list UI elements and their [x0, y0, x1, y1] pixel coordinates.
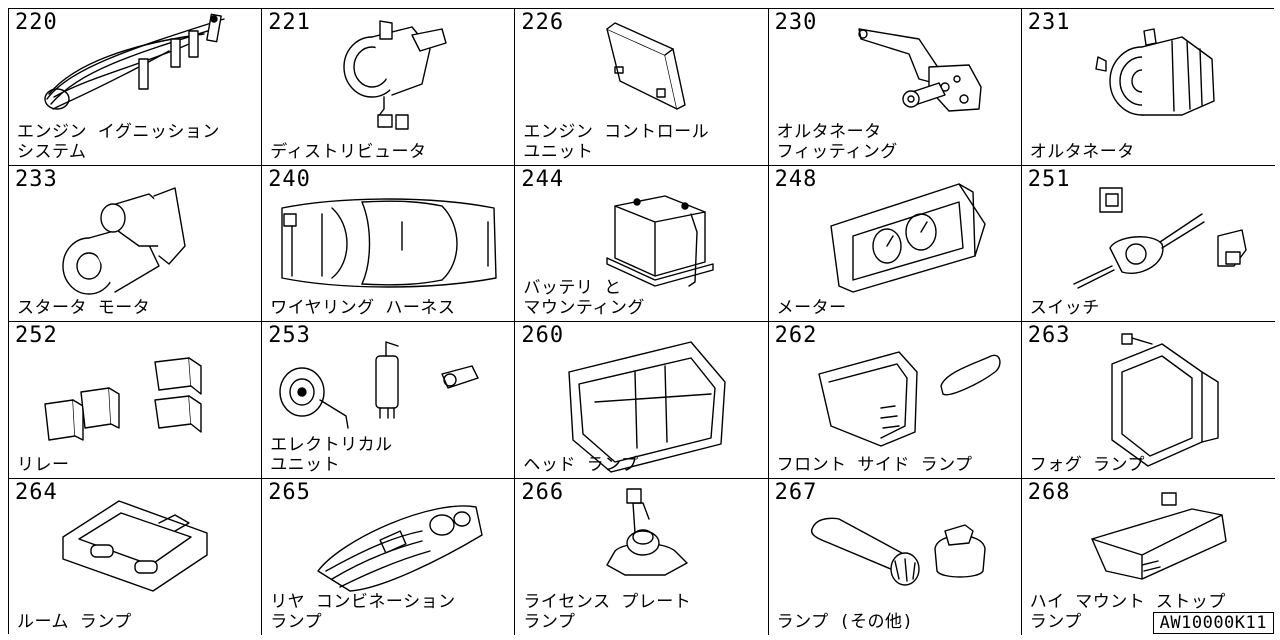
- part-number: 265: [268, 479, 311, 505]
- part-number: 267: [774, 479, 818, 505]
- part-label: メーター: [776, 298, 847, 318]
- part-label: フォグ ランプ: [1029, 454, 1146, 475]
- alternator-icon: [1095, 28, 1215, 116]
- parts-index-grid: 220 エンジン イグニッション システム 221 ディストリビュータ 226 エンジ…: [8, 8, 1275, 635]
- part-number: 240: [268, 166, 311, 192]
- part-label: ワイヤリング ハーネス: [270, 298, 456, 318]
- part-number: 248: [774, 166, 818, 192]
- part-label: バッテリ と マウンティング: [523, 278, 645, 318]
- part-number: 244: [521, 166, 565, 192]
- meter-icon: [829, 182, 986, 293]
- part-label: ヘッド ランプ: [523, 454, 639, 475]
- part-number: 268: [1027, 479, 1071, 505]
- part-label: ライセンス プレート ランプ: [523, 592, 692, 632]
- part-cell-248[interactable]: 248 メーター: [768, 165, 1022, 322]
- part-cell-263[interactable]: 263 フォグ ランプ: [1021, 322, 1275, 479]
- part-number: 262: [774, 323, 818, 348]
- high-mount-lamp-icon: [1091, 491, 1227, 580]
- headlamp-icon: [568, 341, 727, 473]
- diagram-code: AW10000K11: [1152, 612, 1274, 634]
- part-label: エンジン イグニッション システム: [17, 121, 220, 162]
- part-cell-267[interactable]: 267 ランプ (その他): [768, 478, 1022, 635]
- switch-icon: [1073, 186, 1247, 289]
- part-number: 260: [521, 323, 565, 348]
- part-number: 220: [15, 10, 58, 35]
- part-cell-226[interactable]: 226 エンジン コントロール ユニット: [515, 9, 769, 166]
- part-number: 266: [521, 479, 565, 505]
- part-number: 231: [1027, 10, 1071, 35]
- part-label: スタータ モータ: [17, 298, 151, 318]
- part-cell-262[interactable]: 262 フロント サイド ランプ: [768, 322, 1022, 479]
- part-number: 252: [15, 323, 58, 348]
- horn-icon: [279, 341, 479, 429]
- part-cell-265[interactable]: 265 リヤ コンビネーション ランプ: [262, 478, 516, 635]
- part-number: 253: [268, 323, 311, 348]
- part-label: エンジン コントロール ユニット: [523, 121, 710, 162]
- part-cell-230[interactable]: 230 オルタネータ フィッティング: [768, 9, 1022, 166]
- alternator-bracket-icon: [857, 28, 982, 112]
- part-label: エレクトリカル ユニット: [270, 434, 393, 475]
- part-cell-244[interactable]: 244 バッテリ と マウンティング: [515, 165, 769, 322]
- side-lamp-icon: [817, 351, 1001, 447]
- part-label: ディストリビュータ: [270, 141, 427, 162]
- part-number: 233: [15, 166, 58, 192]
- fog-lamp-icon: [1111, 333, 1219, 467]
- part-number: 226: [521, 10, 565, 35]
- part-label: ランプ (その他): [776, 612, 914, 632]
- distributor-icon: [343, 20, 447, 130]
- part-number: 221: [268, 10, 311, 35]
- part-cell-252[interactable]: 252 リレー: [9, 322, 263, 479]
- license-lamp-icon: [606, 487, 689, 576]
- part-label: スイッチ: [1029, 298, 1100, 318]
- part-label: オルタネータ: [1029, 141, 1135, 162]
- part-label: オルタネータ フィッティング: [776, 121, 898, 162]
- part-number: 263: [1027, 323, 1071, 348]
- room-lamp-icon: [62, 499, 208, 592]
- part-cell-233[interactable]: 233 スタータ モータ: [9, 165, 263, 322]
- part-cell-264[interactable]: 264 ルーム ランプ: [9, 478, 263, 635]
- starter-motor-icon: [62, 186, 186, 295]
- battery-icon: [606, 194, 715, 287]
- part-label: リヤ コンビネーション ランプ: [270, 592, 456, 632]
- part-cell-260[interactable]: 260 ヘッド ランプ: [515, 322, 769, 479]
- bulb-icon: [810, 517, 986, 586]
- wiring-harness-icon: [281, 197, 497, 288]
- part-number: 251: [1027, 166, 1071, 192]
- ignition-wires-icon: [44, 13, 225, 110]
- control-unit-icon: [606, 22, 687, 110]
- part-label: ルーム ランプ: [17, 612, 132, 632]
- part-cell-220[interactable]: 220 エンジン イグニッション システム: [9, 9, 263, 166]
- part-cell-231[interactable]: 231 オルタネータ: [1021, 9, 1275, 166]
- relay-icon: [44, 357, 202, 441]
- part-number: 264: [15, 479, 58, 505]
- part-cell-221[interactable]: 221 ディストリビュータ: [262, 9, 516, 166]
- part-number: 230: [774, 10, 818, 35]
- rear-lamp-icon: [317, 504, 483, 592]
- part-cell-253[interactable]: 253 エレクトリカル ユニット: [262, 322, 516, 479]
- part-label: フロント サイド ランプ: [776, 454, 973, 475]
- part-cell-240[interactable]: 240 ワイヤリング ハーネス: [262, 165, 516, 322]
- part-label: リレー: [17, 454, 70, 475]
- part-cell-251[interactable]: 251 スイッチ: [1021, 165, 1275, 322]
- part-cell-266[interactable]: 266 ライセンス プレート ランプ: [515, 478, 769, 635]
- part-cell-268[interactable]: 268 ハイ マウント ストップ ランプ: [1021, 478, 1275, 635]
- part-label: ハイ マウント ストップ ランプ: [1029, 592, 1226, 632]
